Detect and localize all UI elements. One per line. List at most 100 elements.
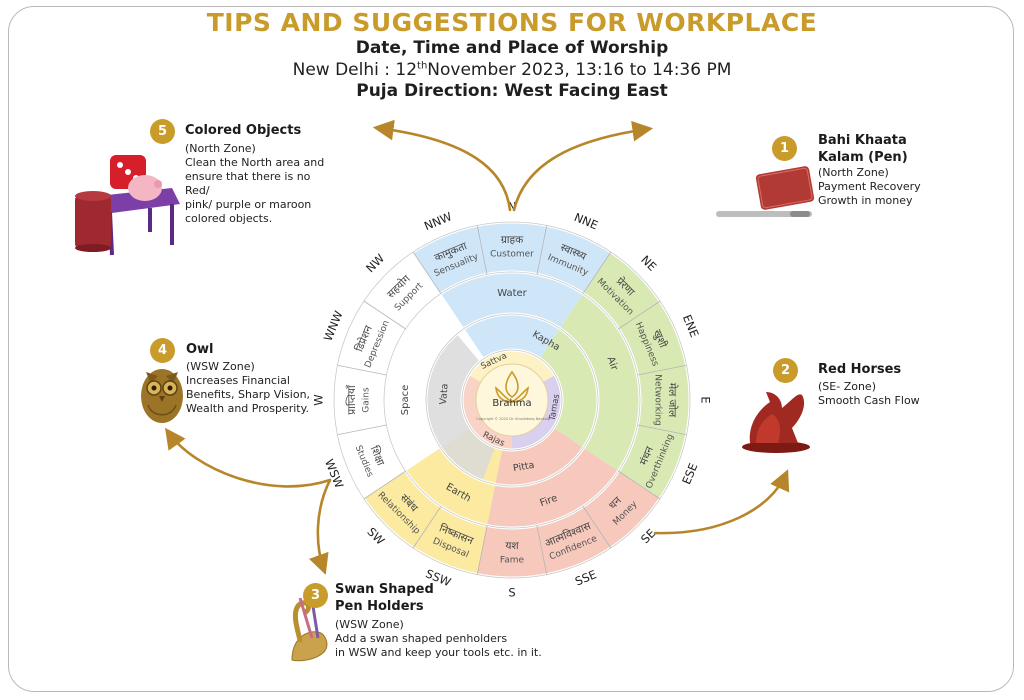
zone-divider	[476, 525, 488, 575]
lamp-icon	[495, 370, 529, 403]
tip-zone: (North Zone)	[818, 166, 889, 179]
tip-line: Add a swan shaped penholders	[335, 632, 508, 645]
direction-label: E	[699, 396, 713, 403]
guna-label: Tamas	[547, 393, 562, 423]
tip-number-badge: 5	[150, 119, 175, 144]
connector-arrows	[164, 119, 790, 575]
worship-subtitle: Date, Time and Place of Worship	[355, 38, 669, 58]
tip-zone: (WSW Zone)	[335, 618, 404, 631]
arrow-to-swan-pen-holder	[308, 478, 332, 575]
direction-label: SSE	[573, 567, 599, 588]
zone-english-label: Customer	[490, 250, 534, 260]
ring-line-3	[461, 349, 563, 451]
brahma-disc	[475, 363, 549, 437]
tip-line: Growth in money	[818, 194, 913, 207]
direction-label: N	[508, 200, 517, 214]
direction-label: NNW	[422, 209, 454, 233]
page-title: TIPS AND SUGGESTIONS FOR WORKPLACE	[206, 8, 818, 37]
direction-label: NNE	[572, 210, 600, 232]
element-label: Water	[497, 288, 527, 299]
zone-hindi-label: प्राप्तियाँ	[345, 384, 358, 414]
element-label: Air	[605, 355, 620, 372]
zone-divider	[582, 506, 612, 549]
ring-line-2	[425, 313, 599, 487]
tip-line: Benefits, Sharp Vision,	[186, 388, 311, 401]
arrow-to-colored-objects	[372, 119, 512, 212]
tip-card-owl: 4 Owl (WSW Zone) Increases Financial Ben…	[150, 338, 330, 416]
tip-line: in WSW and keep your tools etc. in it.	[335, 646, 542, 659]
tip-zone: (North Zone)	[185, 142, 256, 155]
zone-divider	[536, 225, 548, 275]
zone-divider	[363, 470, 406, 500]
dosha-label: Vata	[438, 383, 451, 405]
tip-card-red-horses: 2 Red Horses (SE- Zone) Smooth Cash Flow	[773, 358, 973, 408]
zone-divider	[618, 470, 661, 500]
red-horses-icon	[742, 392, 810, 453]
wheel-copyright: Copyright © 2020 Dr. Khushdeep Bansal	[476, 417, 547, 421]
tip-title: Colored Objects	[185, 123, 302, 138]
direction-label: ENE	[680, 313, 702, 340]
zone-dividers	[337, 225, 687, 575]
date-suffix: November 2023, 13:16 to 14:36 PM	[427, 60, 732, 80]
date-prefix: New Delhi : 12	[292, 60, 418, 80]
tip-title: Swan Shaped Pen Holders	[335, 582, 434, 614]
direction-label: NE	[638, 253, 659, 274]
arrow-to-red-horses	[653, 469, 790, 535]
direction-label: S	[508, 586, 515, 600]
direction-label: W	[312, 394, 326, 405]
zone-divider	[582, 251, 612, 294]
element-label: Space	[400, 385, 411, 415]
zone-divider	[412, 506, 442, 549]
tip-number-badge: 4	[150, 338, 175, 363]
arrow-to-owl	[164, 427, 332, 488]
tip-card-bahi-khaata: 1 Bahi Khaata Kalam (Pen) (North Zone) P…	[772, 132, 978, 208]
brahma-center: Brahma Copyright © 2020 Dr. Khushdeep Ba…	[475, 363, 549, 437]
west-region	[334, 251, 512, 499]
tip-line: colored objects.	[185, 212, 273, 225]
tip-title: Owl	[186, 342, 214, 357]
tip-line: Payment Recovery	[818, 180, 921, 193]
ring-line-0	[333, 221, 691, 579]
sattva-tint	[468, 350, 556, 382]
page-frame	[8, 6, 1014, 692]
dosha-label: Pitta	[512, 460, 535, 475]
tip-number-badge: 1	[772, 136, 797, 161]
tip-card-colored-objects: 5 Colored Objects (North Zone) Clean the…	[150, 118, 330, 226]
direction-label: ESE	[679, 461, 700, 487]
zone-color-sectors	[334, 222, 690, 578]
zone-divider	[412, 251, 442, 294]
tip-title: Red Horses	[818, 362, 902, 377]
zone-divider	[618, 300, 661, 330]
tip-line: Increases Financial	[186, 374, 290, 387]
zone-divider	[337, 424, 387, 436]
brahma-label: Brahma	[492, 398, 531, 409]
puja-direction: Puja Direction: West Facing East	[356, 81, 668, 101]
arrow-to-bahi-khaata	[512, 120, 654, 212]
zone-divider	[476, 225, 488, 275]
north-region	[413, 222, 611, 400]
ring-line-1	[383, 271, 641, 529]
wheel-rings	[332, 220, 692, 580]
zone-hindi-label: मेल जोल	[666, 383, 679, 418]
zone-divider	[637, 364, 687, 376]
zone-divider	[637, 424, 687, 436]
tip-zone: (SE- Zone)	[818, 380, 876, 393]
colored-objects-icon	[75, 155, 180, 256]
tip-zone: (WSW Zone)	[186, 360, 255, 373]
date-time-line: New Delhi : 12thNovember 2023, 13:16 to …	[0, 60, 1024, 80]
zone-divider	[363, 300, 406, 330]
direction-label: SW	[364, 525, 387, 548]
zone-english-label: Fame	[500, 556, 525, 566]
zone-english-label: Networking	[653, 374, 663, 426]
tip-number-badge: 3	[303, 583, 328, 608]
tip-line: ensure that there is no Red/	[185, 170, 311, 197]
zone-english-label: Gains	[362, 387, 372, 413]
zone-hindi-label: ग्राहक	[501, 234, 524, 246]
direction-label: NW	[363, 251, 387, 275]
tip-line: Clean the North area and	[185, 156, 325, 169]
tip-line: Wealth and Prosperity.	[186, 402, 310, 415]
east-region	[512, 251, 690, 499]
tip-number-badge: 2	[773, 358, 798, 383]
tip-line: pink/ purple or maroon	[185, 198, 312, 211]
